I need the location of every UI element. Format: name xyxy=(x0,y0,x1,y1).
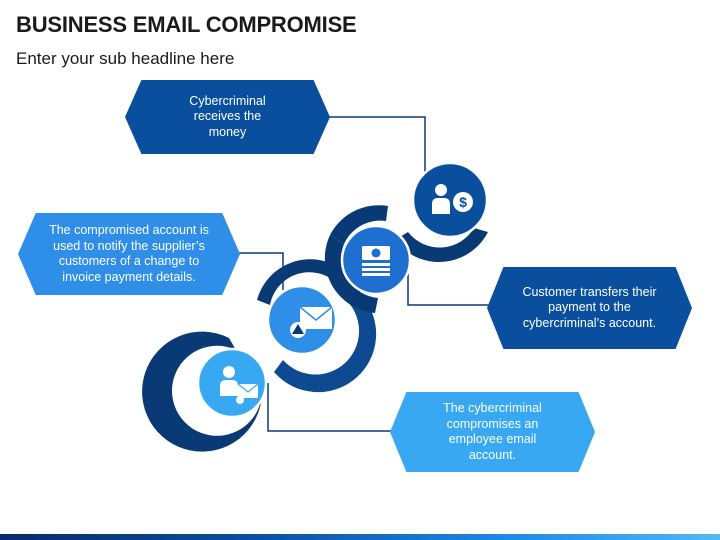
step-4-node xyxy=(411,161,489,239)
step-1-text: The cybercriminal compromises an employe… xyxy=(443,401,542,462)
user-dollar-icon: $ xyxy=(432,184,473,214)
step-4-box: Cybercriminal receives the money xyxy=(125,80,330,154)
mail-warning-icon xyxy=(290,306,333,338)
svg-text:$: $ xyxy=(459,194,467,210)
cash-stack-icon xyxy=(362,246,390,276)
arc-ring-2-bottom xyxy=(274,296,377,393)
arc-ring-3-top xyxy=(330,205,388,244)
step-1-box: The cybercriminal compromises an employe… xyxy=(390,392,595,472)
step-2-box: The compromised account is used to notif… xyxy=(18,213,240,295)
step-2-text: The compromised account is used to notif… xyxy=(49,223,209,284)
connector-step-4 xyxy=(328,116,426,175)
arc-ring-4 xyxy=(395,228,488,263)
arc-ring-1 xyxy=(142,331,262,452)
arc-rings xyxy=(142,205,488,452)
arc-ring-3-bottom xyxy=(324,235,378,313)
page-subtitle: Enter your sub headline here xyxy=(16,49,235,68)
step-4-text: Cybercriminal receives the money xyxy=(189,93,266,139)
user-mail-icon xyxy=(220,366,259,404)
step-3-text: Customer transfers their payment to the … xyxy=(522,284,657,330)
connector-step-3 xyxy=(407,262,490,306)
page-title: BUSINESS EMAIL COMPROMISE xyxy=(16,12,357,37)
connector-step-1 xyxy=(267,383,392,432)
bottom-accent-bar xyxy=(0,534,720,540)
step-3-box: Customer transfers their payment to the … xyxy=(487,267,692,349)
